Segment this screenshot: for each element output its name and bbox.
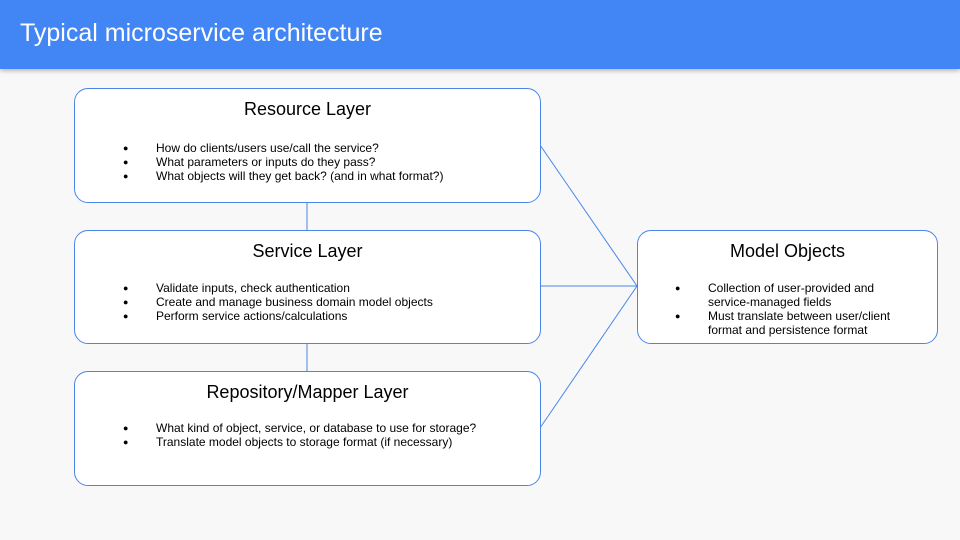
service-layer-list: Validate inputs, check authentication Cr… — [123, 281, 433, 323]
title-bar: Typical microservice architecture — [0, 0, 960, 69]
list-item: Collection of user-provided and service-… — [675, 281, 905, 309]
list-item: Perform service actions/calculations — [123, 309, 433, 323]
list-item: Validate inputs, check authentication — [123, 281, 433, 295]
connector-resource-model — [539, 144, 638, 287]
repository-layer-title: Repository/Mapper Layer — [206, 382, 409, 402]
list-item: Create and manage business domain model … — [123, 295, 433, 309]
connector-repository-model — [539, 285, 638, 429]
list-item: What parameters or inputs do they pass? — [123, 155, 443, 169]
service-layer-title: Service Layer — [252, 241, 363, 261]
repository-layer-list: What kind of object, service, or databas… — [123, 421, 476, 449]
resource-layer-box: Resource Layer How do clients/users use/… — [74, 88, 541, 203]
resource-layer-list: How do clients/users use/call the servic… — [123, 141, 443, 183]
repository-layer-box: Repository/Mapper Layer What kind of obj… — [74, 371, 541, 486]
list-item: What objects will they get back? (and in… — [123, 169, 443, 183]
list-item: Translate model objects to storage forma… — [123, 435, 476, 449]
resource-layer-title: Resource Layer — [243, 99, 372, 119]
list-item: Must translate between user/client forma… — [675, 309, 905, 337]
list-item: What kind of object, service, or databas… — [123, 421, 476, 435]
list-item: How do clients/users use/call the servic… — [123, 141, 443, 155]
model-objects-list: Collection of user-provided and service-… — [675, 281, 905, 337]
model-objects-box: Model Objects Collection of user-provide… — [637, 230, 938, 344]
slide-title: Typical microservice architecture — [20, 19, 383, 47]
service-layer-box: Service Layer Validate inputs, check aut… — [74, 230, 541, 344]
model-objects-title: Model Objects — [729, 241, 846, 261]
